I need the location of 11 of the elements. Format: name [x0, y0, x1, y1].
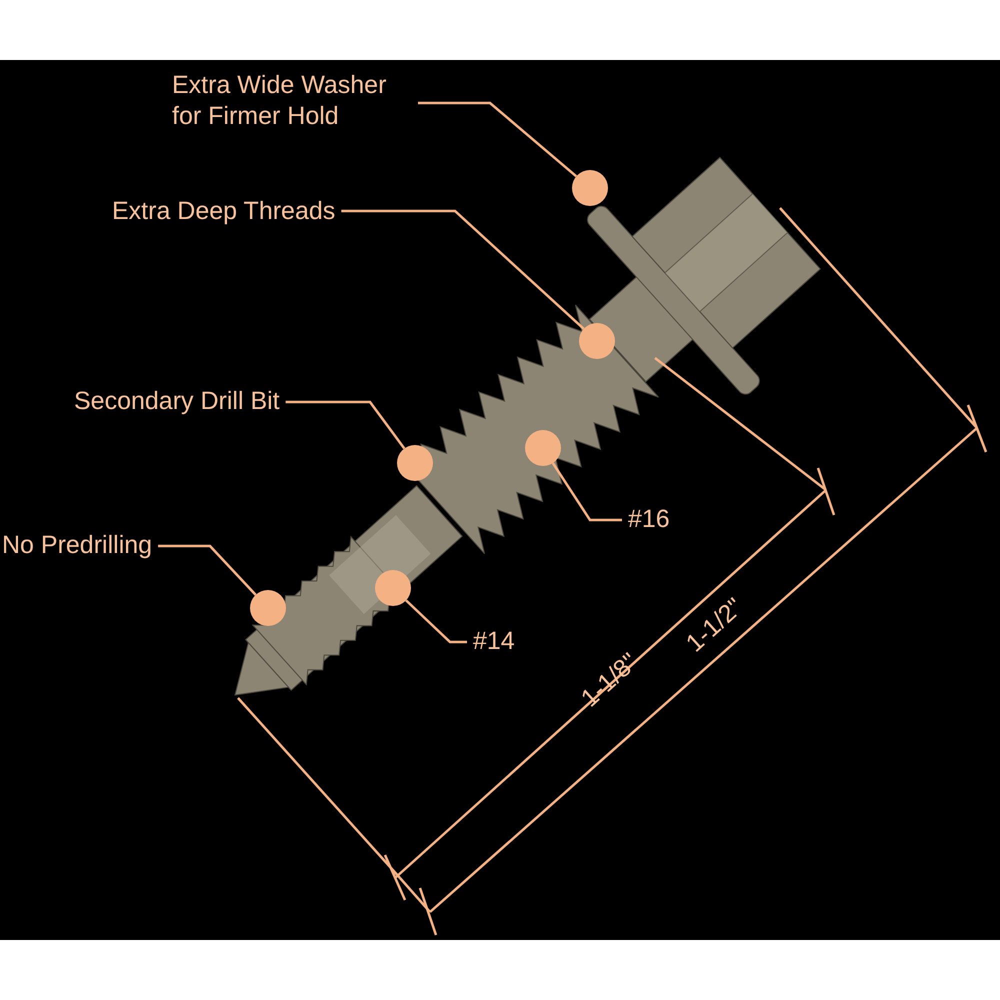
leader-line — [286, 400, 406, 450]
leader-line — [552, 462, 622, 522]
callout-text: Extra Wide Washer for Firmer Hold — [172, 70, 412, 132]
leader-line — [418, 102, 578, 178]
callout-text: No Predrilling — [2, 530, 152, 561]
callout-text: #16 — [628, 504, 670, 535]
leader-line — [405, 599, 467, 644]
callout-text: #14 — [473, 626, 515, 657]
leader-line — [158, 544, 257, 596]
callout-text: Secondary Drill Bit — [74, 386, 280, 417]
callout-text: Extra Deep Threads — [112, 196, 336, 227]
